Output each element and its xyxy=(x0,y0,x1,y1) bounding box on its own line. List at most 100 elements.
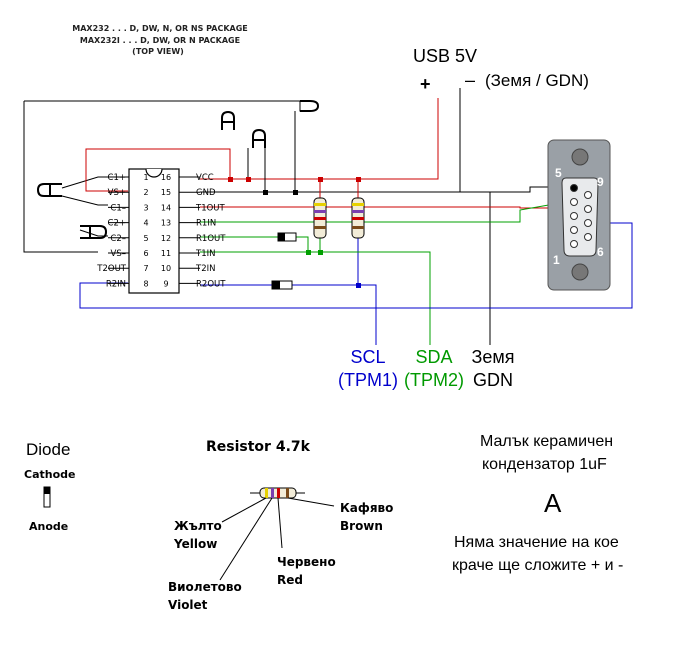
cap-note-2: краче ще сложите + и - xyxy=(452,557,623,574)
red-bg: Червено xyxy=(277,555,336,569)
yellow-en: Yellow xyxy=(173,537,217,551)
junction-dot xyxy=(263,190,268,195)
junction-dot xyxy=(246,177,251,182)
header-line-3: (TOP VIEW) xyxy=(132,47,184,56)
legend-capacitor: Малък керамичен кондензатор 1uF A Няма з… xyxy=(452,433,623,574)
pin-number: 5 xyxy=(143,234,148,243)
pin-number: 3 xyxy=(143,203,148,212)
db9-face xyxy=(561,177,599,257)
pin-number: 12 xyxy=(161,234,171,243)
wire-c1plus xyxy=(61,176,108,189)
chip-notch xyxy=(145,168,163,178)
sda-label: SDA xyxy=(415,347,452,367)
capacitor-vsplus xyxy=(300,100,320,112)
minus-label: – xyxy=(465,70,475,90)
chip-body xyxy=(128,168,180,294)
wire-vsplus-loop-left xyxy=(23,101,98,253)
pin-name: R2OUT xyxy=(196,279,226,289)
wire-vsplus-loop xyxy=(24,100,310,112)
plus-label: + xyxy=(420,74,431,94)
wires xyxy=(23,88,633,345)
capacitor-c1 xyxy=(36,183,62,197)
usb-label: USB 5V xyxy=(413,46,477,66)
package-header: MAX232 . . . D, DW, N, OR NS PACKAGE MAX… xyxy=(72,24,248,56)
cathode-label: Cathode xyxy=(24,468,75,481)
brown-bg: Кафяво xyxy=(340,501,393,515)
schematic-resistors xyxy=(313,197,365,239)
diode-title: Diode xyxy=(26,440,70,459)
signal-labels: SCL (TPM1) SDA (TPM2) Земя GDN xyxy=(338,347,515,390)
db9-label-5: 5 xyxy=(555,166,562,180)
pin-name: R1IN xyxy=(196,219,216,229)
pin-number: 1 xyxy=(143,173,148,182)
wire-r1in xyxy=(200,202,565,223)
power-labels: USB 5V + – (Земя / GDN) xyxy=(413,46,589,94)
pin-number: 13 xyxy=(161,219,171,228)
junctions xyxy=(228,177,361,288)
wire-r1out-b xyxy=(296,236,309,252)
schematic-diodes xyxy=(271,232,297,290)
scl-label: SCL xyxy=(350,347,385,367)
pin-name: T2IN xyxy=(195,264,215,274)
red-en: Red xyxy=(277,573,303,587)
leader-violet xyxy=(219,497,273,581)
pin-name: R2IN xyxy=(106,279,126,289)
ground-label: (Земя / GDN) xyxy=(485,71,589,90)
capacitor-vcc-1 xyxy=(221,110,235,130)
leader-brown xyxy=(287,497,335,507)
wire-vsplus-red xyxy=(85,148,231,192)
junction-dot xyxy=(318,250,323,255)
wire-c1minus xyxy=(61,195,108,206)
wire-r2out-b xyxy=(292,284,377,345)
db9-label-9: 9 xyxy=(597,175,604,189)
junction-dot xyxy=(318,177,323,182)
db9-screw-bottom xyxy=(571,263,589,281)
leader-yellow xyxy=(221,497,267,523)
yellow-bg: Жълто xyxy=(174,519,222,533)
pin-name: C1– xyxy=(110,203,126,213)
diode-d2 xyxy=(271,280,293,290)
capacitor-c2 xyxy=(80,225,108,239)
cap-title-2: кондензатор 1uF xyxy=(482,456,607,473)
pin-name: GND xyxy=(196,188,216,198)
pin-name: R1OUT xyxy=(196,234,226,244)
gnd-sublabel: GDN xyxy=(473,370,513,390)
resistor-legend-symbol xyxy=(250,487,305,499)
resistor-r1 xyxy=(313,197,327,239)
db9-pins xyxy=(570,184,592,248)
legend-resistor: Resistor 4.7k Жълто Yellow Виолетово Vio… xyxy=(168,439,393,612)
sda-sublabel: (TPM2) xyxy=(404,370,464,390)
pin-name: VS– xyxy=(111,249,126,259)
pin-name: VCC xyxy=(196,173,214,183)
db9-label-6: 6 xyxy=(597,245,604,259)
brown-en: Brown xyxy=(340,519,383,533)
pin-number: 16 xyxy=(161,173,171,182)
capacitor-vcc-2 xyxy=(252,128,266,148)
junction-dot xyxy=(306,250,311,255)
pin-number: 7 xyxy=(143,264,148,273)
pin-number: 4 xyxy=(143,219,148,228)
junction-dot xyxy=(228,177,233,182)
junction-dot xyxy=(356,283,361,288)
resistor-title: Resistor 4.7k xyxy=(206,439,311,455)
cap-title-1: Малък керамичен xyxy=(480,433,613,450)
pin-name: T1IN xyxy=(195,249,215,259)
cap-symbol: A xyxy=(544,488,562,518)
pin-name: T2OUT xyxy=(96,264,127,274)
pin-number: 11 xyxy=(161,249,171,258)
legend-diode: Diode Cathode Anode xyxy=(24,440,75,533)
pin-number: 15 xyxy=(161,188,171,197)
wire-gnd xyxy=(200,88,461,193)
junction-dot xyxy=(356,177,361,182)
pin-number: 2 xyxy=(143,188,148,197)
pin-name: T1OUT xyxy=(195,203,226,213)
db9-label-1: 1 xyxy=(553,253,560,267)
wire-r2in xyxy=(79,222,633,309)
pin-number: 8 xyxy=(143,279,148,288)
violet-bg: Виолетово xyxy=(168,580,242,594)
db9-screw-top xyxy=(571,148,589,166)
